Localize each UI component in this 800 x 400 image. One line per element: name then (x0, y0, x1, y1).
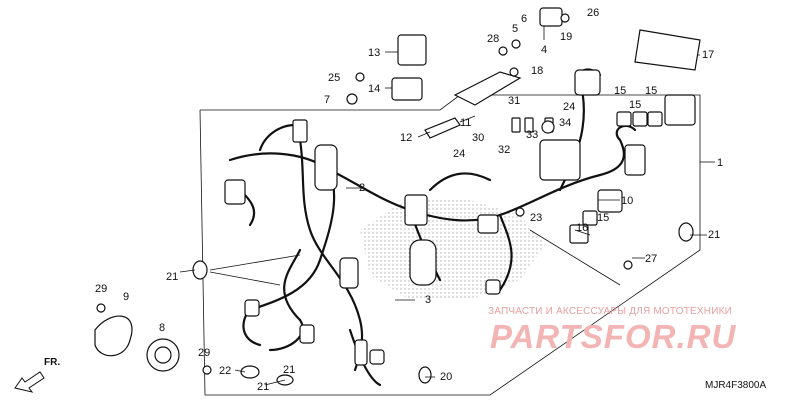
callout: 21 (708, 229, 720, 241)
callout: 31 (508, 95, 520, 107)
loose-parts (94, 7, 701, 386)
leader-lines (179, 26, 715, 386)
callout: 29 (95, 283, 107, 295)
callout: 7 (324, 94, 330, 106)
callout: 21 (283, 364, 295, 376)
callout: 32 (498, 144, 510, 156)
callout: 26 (587, 7, 599, 19)
callout: 9 (123, 291, 129, 303)
callouts: 1 2 3 4 5 6 7 8 9 10 11 12 13 14 15 15 1… (95, 7, 723, 393)
part-10-relay (597, 189, 623, 213)
callout: 30 (472, 132, 484, 144)
callout: 33 (526, 129, 538, 141)
callout: 10 (621, 195, 633, 207)
callout: 28 (487, 33, 499, 45)
watermark-tagline: ЗАПЧАСТИ И АКСЕССУАРЫ ДЛЯ МОТОТЕХНИКИ (488, 306, 733, 317)
callout: 17 (702, 49, 714, 61)
part-34-fitting (541, 120, 555, 134)
part-15-relay-large (664, 94, 696, 126)
callout: 25 (328, 72, 340, 84)
part-7-clip (346, 93, 358, 105)
part-12-bracket (424, 117, 461, 139)
callout: 2 (359, 182, 365, 194)
harness-frame (199, 94, 701, 396)
front-label: FR. (44, 357, 61, 368)
part-14-holder (391, 77, 423, 101)
callout: 15 (629, 99, 641, 111)
callout: 29 (198, 347, 210, 359)
part-9-horn (94, 315, 133, 357)
diagram-code: MJR4F3800A (705, 380, 767, 391)
callout: 14 (368, 83, 380, 95)
front-arrow-icon (14, 371, 45, 393)
callout: 11 (460, 117, 471, 129)
callout: 12 (400, 132, 412, 144)
callout: 24 (453, 148, 465, 160)
part-20-clamp (418, 366, 432, 384)
callout: 22 (219, 365, 231, 377)
part-6-boot (539, 7, 563, 27)
callout: 5 (512, 23, 518, 35)
part-21-band-a (192, 260, 208, 280)
callout: 3 (425, 294, 431, 306)
part-22-clip (240, 365, 260, 379)
callout: 15 (597, 212, 609, 224)
callout: 4 (541, 44, 547, 56)
callout: 24 (563, 101, 575, 113)
callout: 20 (440, 371, 452, 383)
part-13-module (397, 34, 427, 66)
callout: 6 (521, 13, 527, 25)
callout: 15 (614, 85, 626, 97)
watermark-logo: PARTSFOR.RU (490, 318, 737, 355)
callout: 13 (368, 47, 380, 59)
part-11-cover (453, 71, 522, 106)
callout: 8 (159, 322, 165, 334)
part-21-band-b (678, 222, 694, 242)
harness-connectors (224, 69, 646, 366)
callout: 21 (166, 271, 178, 283)
callout: 19 (560, 31, 572, 43)
callout: 15 (645, 85, 657, 97)
callout: 23 (530, 212, 542, 224)
callout: 27 (645, 253, 657, 265)
part-17-ecu (634, 29, 701, 71)
callout: 34 (559, 117, 571, 129)
callout: 21 (257, 381, 269, 393)
callout: 1 (717, 157, 723, 169)
callout: 18 (531, 65, 543, 77)
callout: 16 (576, 222, 588, 234)
